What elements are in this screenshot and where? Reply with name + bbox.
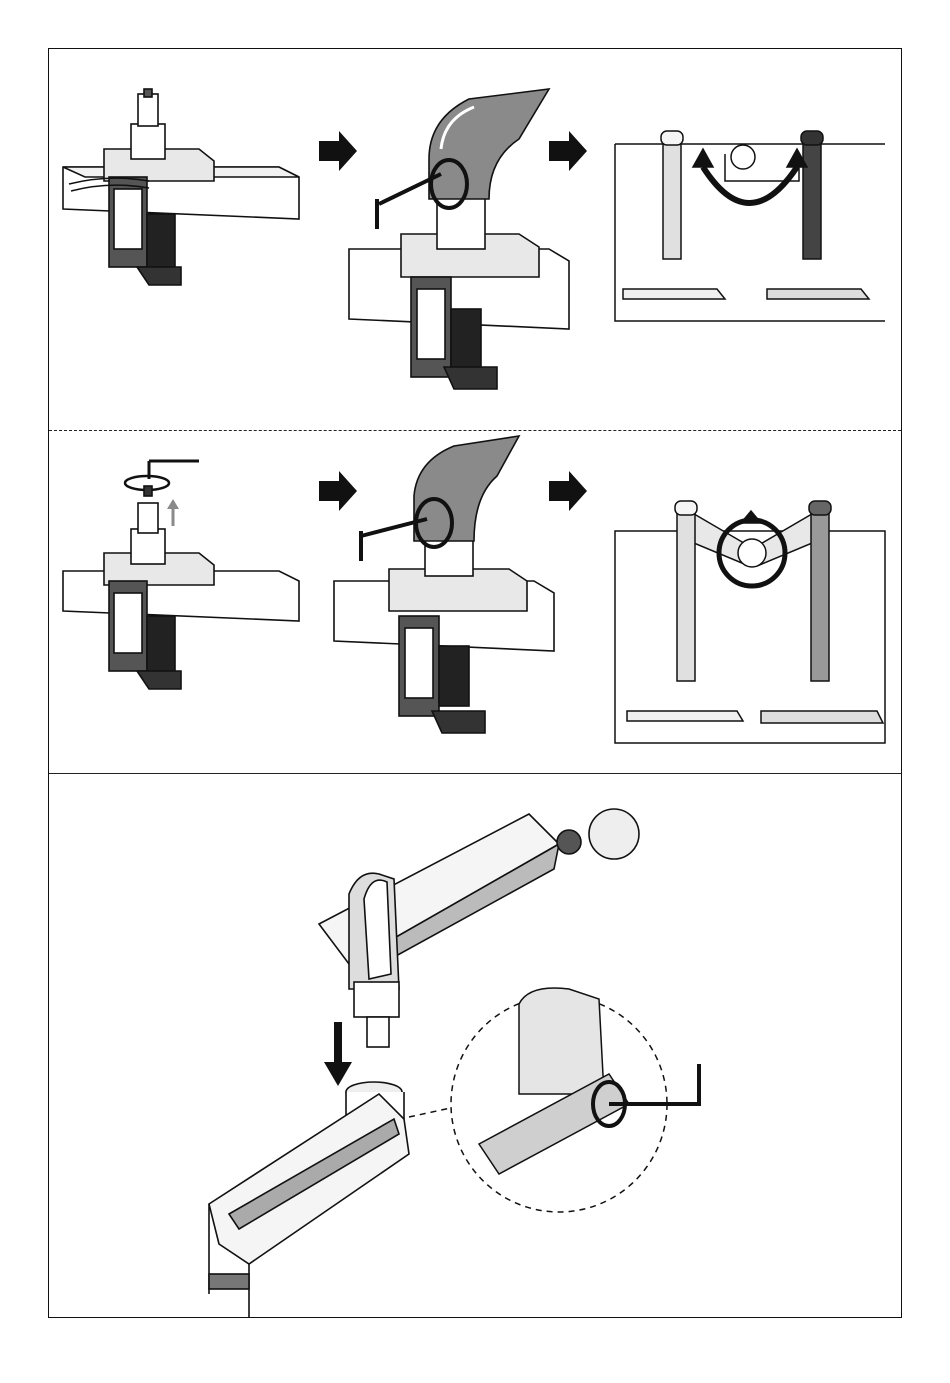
arm-mount-illustration (349, 89, 569, 389)
insert-down-arrow (324, 1022, 352, 1086)
screw-detail-callout (409, 988, 699, 1212)
rotation-limited-view (615, 131, 885, 321)
next-step-arrow (319, 471, 357, 511)
next-step-arrow (549, 471, 587, 511)
step-panel-2 (49, 430, 901, 773)
free-rotation-view (615, 501, 885, 743)
arm-mount-illustration (334, 436, 554, 733)
stopper-removal-illustration (63, 461, 299, 689)
step-panel-1 (49, 49, 901, 430)
step-panel-3 (49, 773, 901, 1317)
panel-1-illustration (49, 49, 903, 430)
panel-2-illustration (49, 431, 903, 774)
next-step-arrow (549, 131, 587, 171)
desk-clamp-illustration (63, 89, 299, 285)
lower-arm-illustration (209, 1082, 409, 1318)
instruction-frame (48, 48, 902, 1318)
panel-3-illustration (49, 774, 903, 1318)
next-step-arrow (319, 131, 357, 171)
